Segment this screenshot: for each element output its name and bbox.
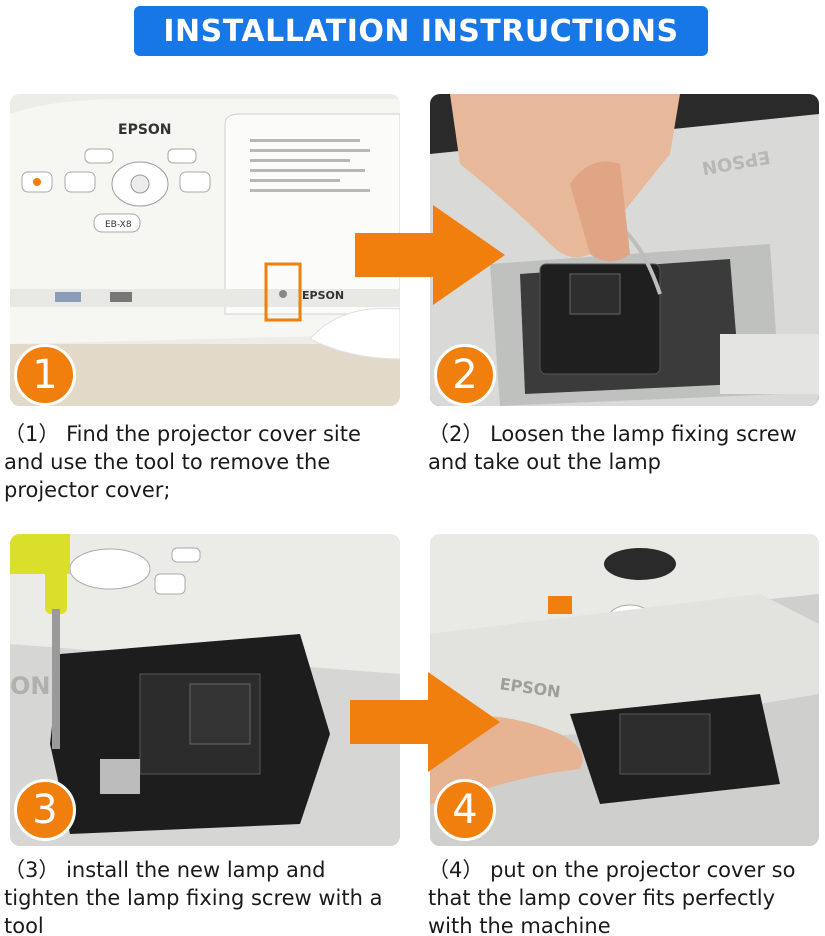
step-1-badge: 1	[14, 344, 76, 406]
step-1-photo: EPSON EB-X8 EPSON	[10, 94, 400, 406]
step-4-caption: （4） put on the projector cover so that t…	[428, 856, 823, 936]
step-3-caption: （3） install the new lamp and tighten the…	[4, 856, 404, 936]
step-3-badge: 3	[14, 779, 76, 841]
step-3-photo: ON	[10, 534, 400, 846]
arrow-right-icon	[355, 205, 505, 305]
step-1-marker: （1）	[4, 422, 60, 446]
step-2-badge: 2	[434, 344, 496, 406]
brand-label-2: EPSON	[302, 289, 344, 302]
page-title: INSTALLATION INSTRUCTIONS	[163, 13, 679, 49]
step-3-marker: （3）	[4, 858, 60, 882]
arrow-right-icon	[350, 672, 500, 772]
lamp-install-illustration: ON	[10, 534, 400, 846]
step-1-text: Find the projector cover site and use th…	[4, 422, 361, 502]
step-3-text: install the new lamp and tighten the lam…	[4, 858, 383, 936]
title-banner: INSTALLATION INSTRUCTIONS	[134, 6, 708, 56]
projector-front-illustration: EPSON EB-X8 EPSON	[10, 94, 400, 406]
step-4-badge: 4	[434, 779, 496, 841]
brand-label: ON	[10, 672, 51, 700]
step-2-text: Loosen the lamp fixing screw and take ou…	[428, 422, 797, 474]
step-4-marker: （4）	[428, 858, 484, 882]
brand-label: EPSON	[118, 122, 172, 138]
step-1-caption: （1） Find the projector cover site and us…	[4, 420, 404, 504]
step-2-marker: （2）	[428, 422, 484, 446]
step-4-text: put on the projector cover so that the l…	[428, 858, 796, 936]
model-label: EB-X8	[105, 220, 132, 230]
step-2-caption: （2） Loosen the lamp fixing screw and tak…	[428, 420, 823, 476]
